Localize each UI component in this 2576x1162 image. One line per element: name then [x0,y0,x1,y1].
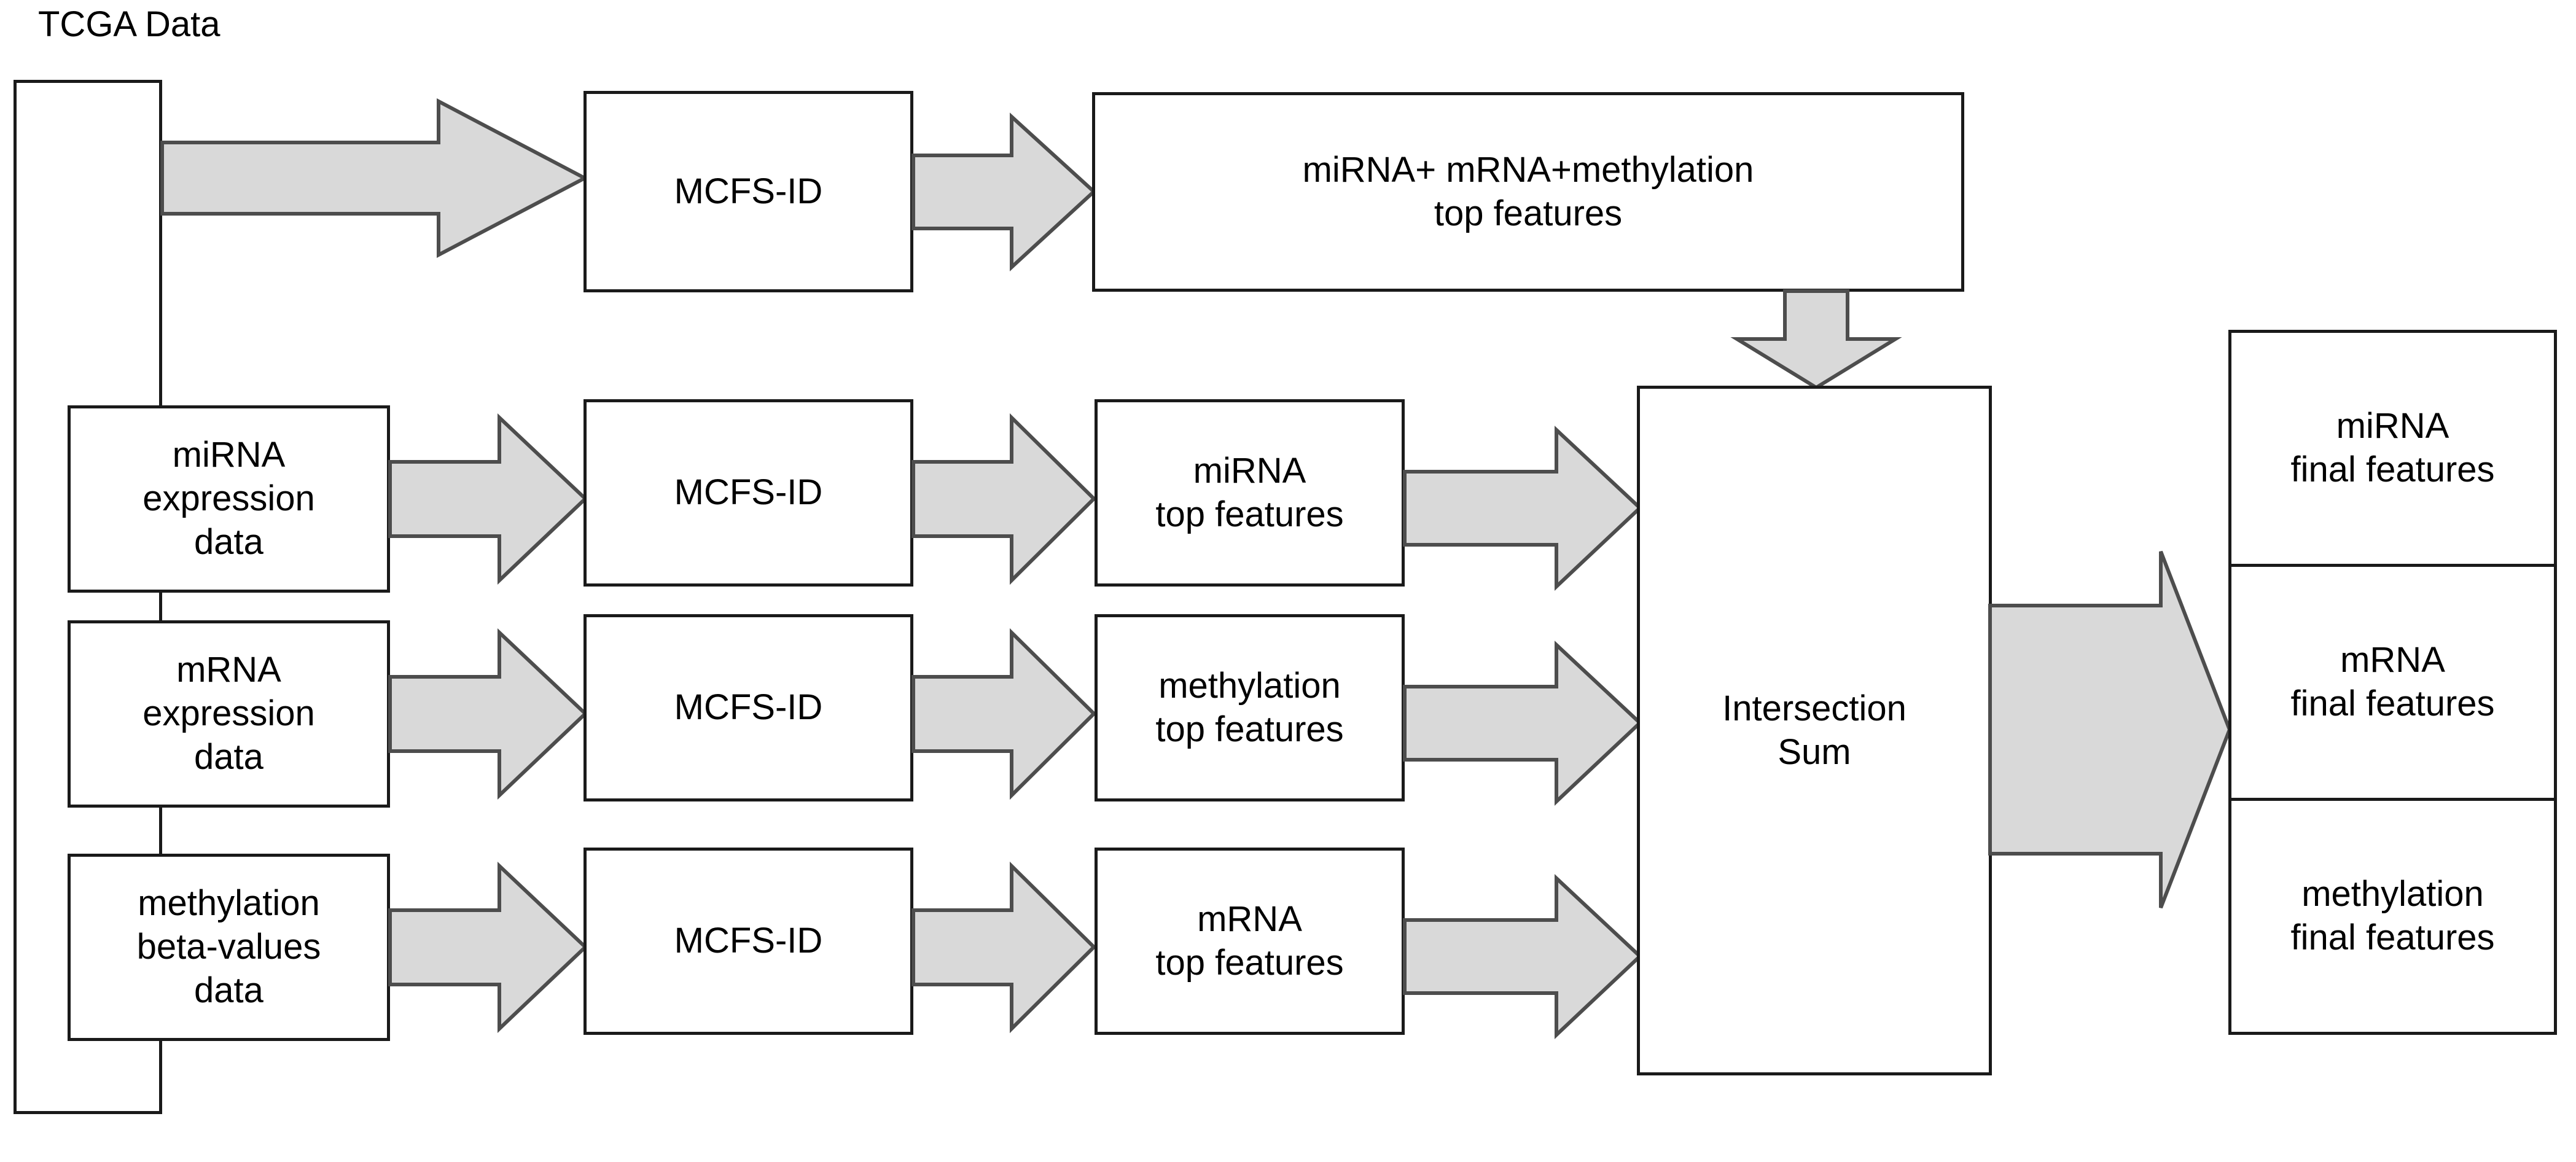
input-box-mirna-expression-data[interactable]: miRNA expression data [68,405,390,593]
final-features-cell-methylation[interactable]: methylation final features [2231,798,2554,1032]
arrow-mcfs-combined-to-combined-top-features [911,112,1097,271]
mcfs-id-box-3[interactable]: MCFS-ID [584,848,913,1035]
top-features-box-methylation[interactable]: methylation top features [1095,614,1405,801]
final-features-cell-mrna[interactable]: mRNA final features [2231,564,2554,798]
arrow-mcfs-1-to-mirna-top-features [911,413,1097,585]
arrow-mrna-top-to-intersection [1403,874,1643,1039]
tcga-data-caption: TCGA Data [38,4,221,44]
arrow-intersection-to-final-features [1988,550,2232,909]
arrow-methylation-data-to-mcfs-3 [388,862,588,1033]
arrow-tcga-to-mcfs-combined [160,98,589,258]
mcfs-id-box-combined[interactable]: MCFS-ID [584,91,913,292]
top-features-box-mrna[interactable]: mRNA top features [1095,848,1405,1035]
final-features-cell-mirna[interactable]: miRNA final features [2290,406,2495,489]
arrow-mirna-top-to-intersection [1403,426,1643,591]
tcga-data-container [14,80,162,1114]
arrow-mrna-data-to-mcfs-2 [388,628,588,800]
top-features-box-mirna[interactable]: miRNA top features [1095,399,1405,587]
combined-top-features-box[interactable]: miRNA+ mRNA+methylation top features [1092,92,1964,292]
arrow-mcfs-2-to-methylation-top-features [911,628,1097,800]
mcfs-id-box-2[interactable]: MCFS-ID [584,614,913,801]
arrow-combined-top-features-to-intersection [1730,289,1902,390]
arrow-mcfs-3-to-mrna-top-features [911,861,1097,1034]
input-box-methylation-beta-values-data[interactable]: methylation beta-values data [68,854,390,1041]
final-features-stack: miRNA final features mRNA final features… [2228,330,2557,1035]
mcfs-id-box-1[interactable]: MCFS-ID [584,399,913,587]
input-box-mrna-expression-data[interactable]: mRNA expression data [68,620,390,808]
arrow-methylation-top-to-intersection [1403,641,1643,806]
intersection-sum-box[interactable]: Intersection Sum [1637,386,1992,1075]
arrow-mirna-data-to-mcfs-1 [388,413,588,585]
